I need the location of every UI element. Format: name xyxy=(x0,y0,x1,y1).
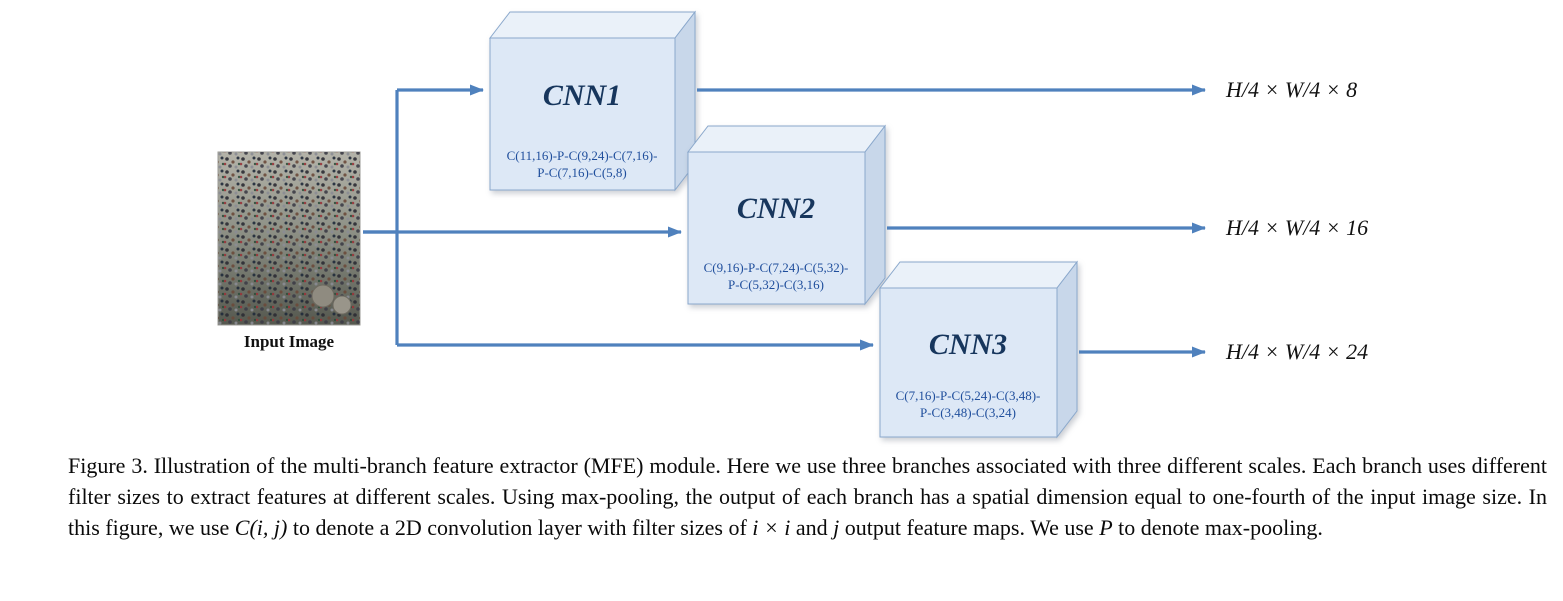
cnn1-box-front-face xyxy=(489,37,676,191)
stone-sphere-icon xyxy=(311,284,335,308)
cnn1-box: CNN1 C(11,16)-P-C(9,24)-C(7,16)- P-C(7,1… xyxy=(488,10,697,192)
cnn2-config-line2: P-C(5,32)-C(3,16) xyxy=(728,277,824,292)
caption-text: and xyxy=(790,515,834,540)
caption-text: Figure 3. Illustration of the multi-bran… xyxy=(68,453,1547,540)
cnn3-title: CNN3 xyxy=(929,328,1007,361)
cnn3-box-front-face xyxy=(879,287,1058,438)
cnn1-output-label: H/4 × W/4 × 8 xyxy=(1225,77,1357,102)
cnn3-config-line1: C(7,16)-P-C(5,24)-C(3,48)- xyxy=(896,388,1041,403)
cnn2-config-line1: C(9,16)-P-C(7,24)-C(5,32)- xyxy=(704,260,849,275)
cnn2-output-label: H/4 × W/4 × 16 xyxy=(1225,215,1368,240)
cnn1-config-line1: C(11,16)-P-C(9,24)-C(7,16)- xyxy=(507,148,658,163)
cnn3-box-side-face xyxy=(1056,260,1078,439)
cnn3-output-label: H/4 × W/4 × 24 xyxy=(1225,339,1368,364)
input-image xyxy=(217,151,361,326)
crowd-photo-texture xyxy=(218,152,360,325)
cnn3-box-top-face xyxy=(878,261,1079,289)
caption-math-ixi: i × i xyxy=(752,515,791,540)
cnn2-box-front-face xyxy=(687,151,866,305)
mfe-diagram: Input Image CNN1 C(11,16)-P-C(9,24)-C(7,… xyxy=(217,10,1368,439)
input-image-label: Input Image xyxy=(244,332,335,351)
caption-text: to denote max-pooling. xyxy=(1112,515,1323,540)
branch-connector-line xyxy=(363,90,399,345)
caption-math-j: j xyxy=(833,515,840,540)
cnn2-title: CNN2 xyxy=(737,192,815,225)
cnn3-box: CNN3 C(7,16)-P-C(5,24)-C(3,48)- P-C(3,48… xyxy=(878,260,1079,439)
caption-math-cij: C(i, j) xyxy=(234,515,288,540)
cnn1-config-line2: P-C(7,16)-C(5,8) xyxy=(537,165,627,180)
cnn2-box-side-face xyxy=(864,124,886,306)
cnn1-box-top-face xyxy=(488,11,697,39)
cnn2-box: CNN2 C(9,16)-P-C(7,24)-C(5,32)- P-C(5,32… xyxy=(686,124,887,306)
caption-text: output feature maps. We use xyxy=(839,515,1100,540)
figure-caption: Figure 3. Illustration of the multi-bran… xyxy=(68,450,1547,543)
cnn1-title: CNN1 xyxy=(543,79,621,112)
cnn2-box-top-face xyxy=(686,125,887,153)
caption-text: to denote a 2D convolution layer with fi… xyxy=(287,515,753,540)
caption-math-p: P xyxy=(1099,515,1113,540)
stone-sphere-icon xyxy=(332,295,352,315)
cnn3-config-line2: P-C(3,48)-C(3,24) xyxy=(920,405,1016,420)
